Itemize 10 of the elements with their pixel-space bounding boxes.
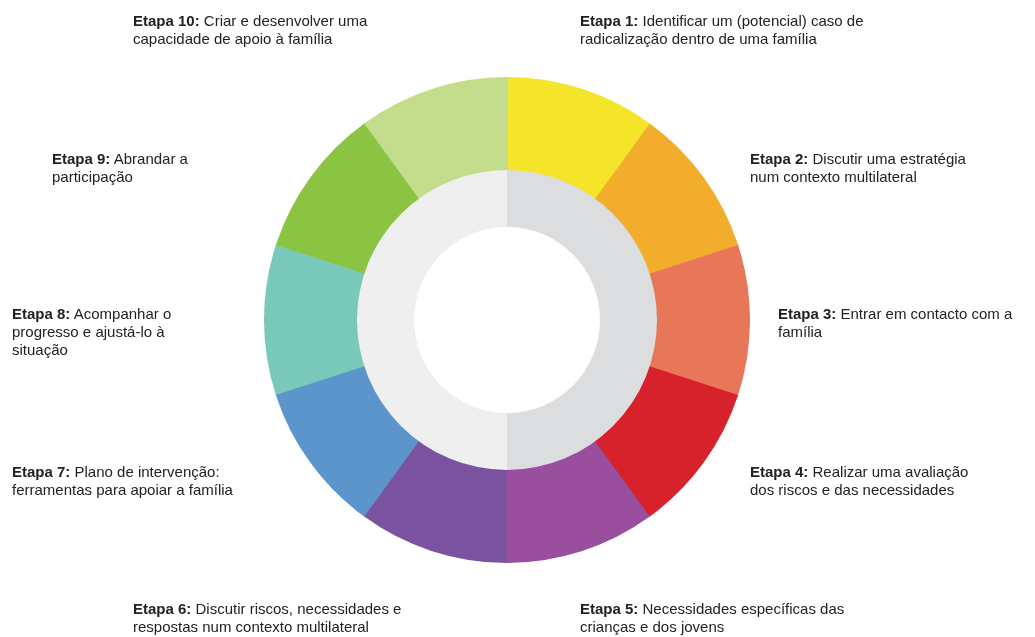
step-label: Etapa 6: Discutir riscos, necessidades e respostas num contexto multilateral [133,600,403,636]
step-label: Etapa 8: Acompanhar o progresso e ajustá-lo à situação [12,305,173,359]
step-label: Etapa 1: Identificar um (potencial) caso de radicalização dentro de uma família [580,12,865,48]
step-label: Etapa 10: Criar e desenvolver uma capacidade de apoio à família [133,12,369,48]
step-label: Etapa 4: Realizar uma avaliação dos riscos e das necessidades [750,463,970,499]
step-label: Etapa 2: Discutir uma estratégia num contexto multilateral [750,150,967,186]
step-label: Etapa 5: Necessidades específicas das crianças e dos jovens [580,600,846,636]
step-label: Etapa 7: Plano de intervenção: ferramentas para apoiar a família [12,463,234,499]
step-label: Etapa 3: Entrar em contacto com a família [778,305,1014,341]
step-label: Etapa 9: Abrandar a participação [52,150,189,186]
